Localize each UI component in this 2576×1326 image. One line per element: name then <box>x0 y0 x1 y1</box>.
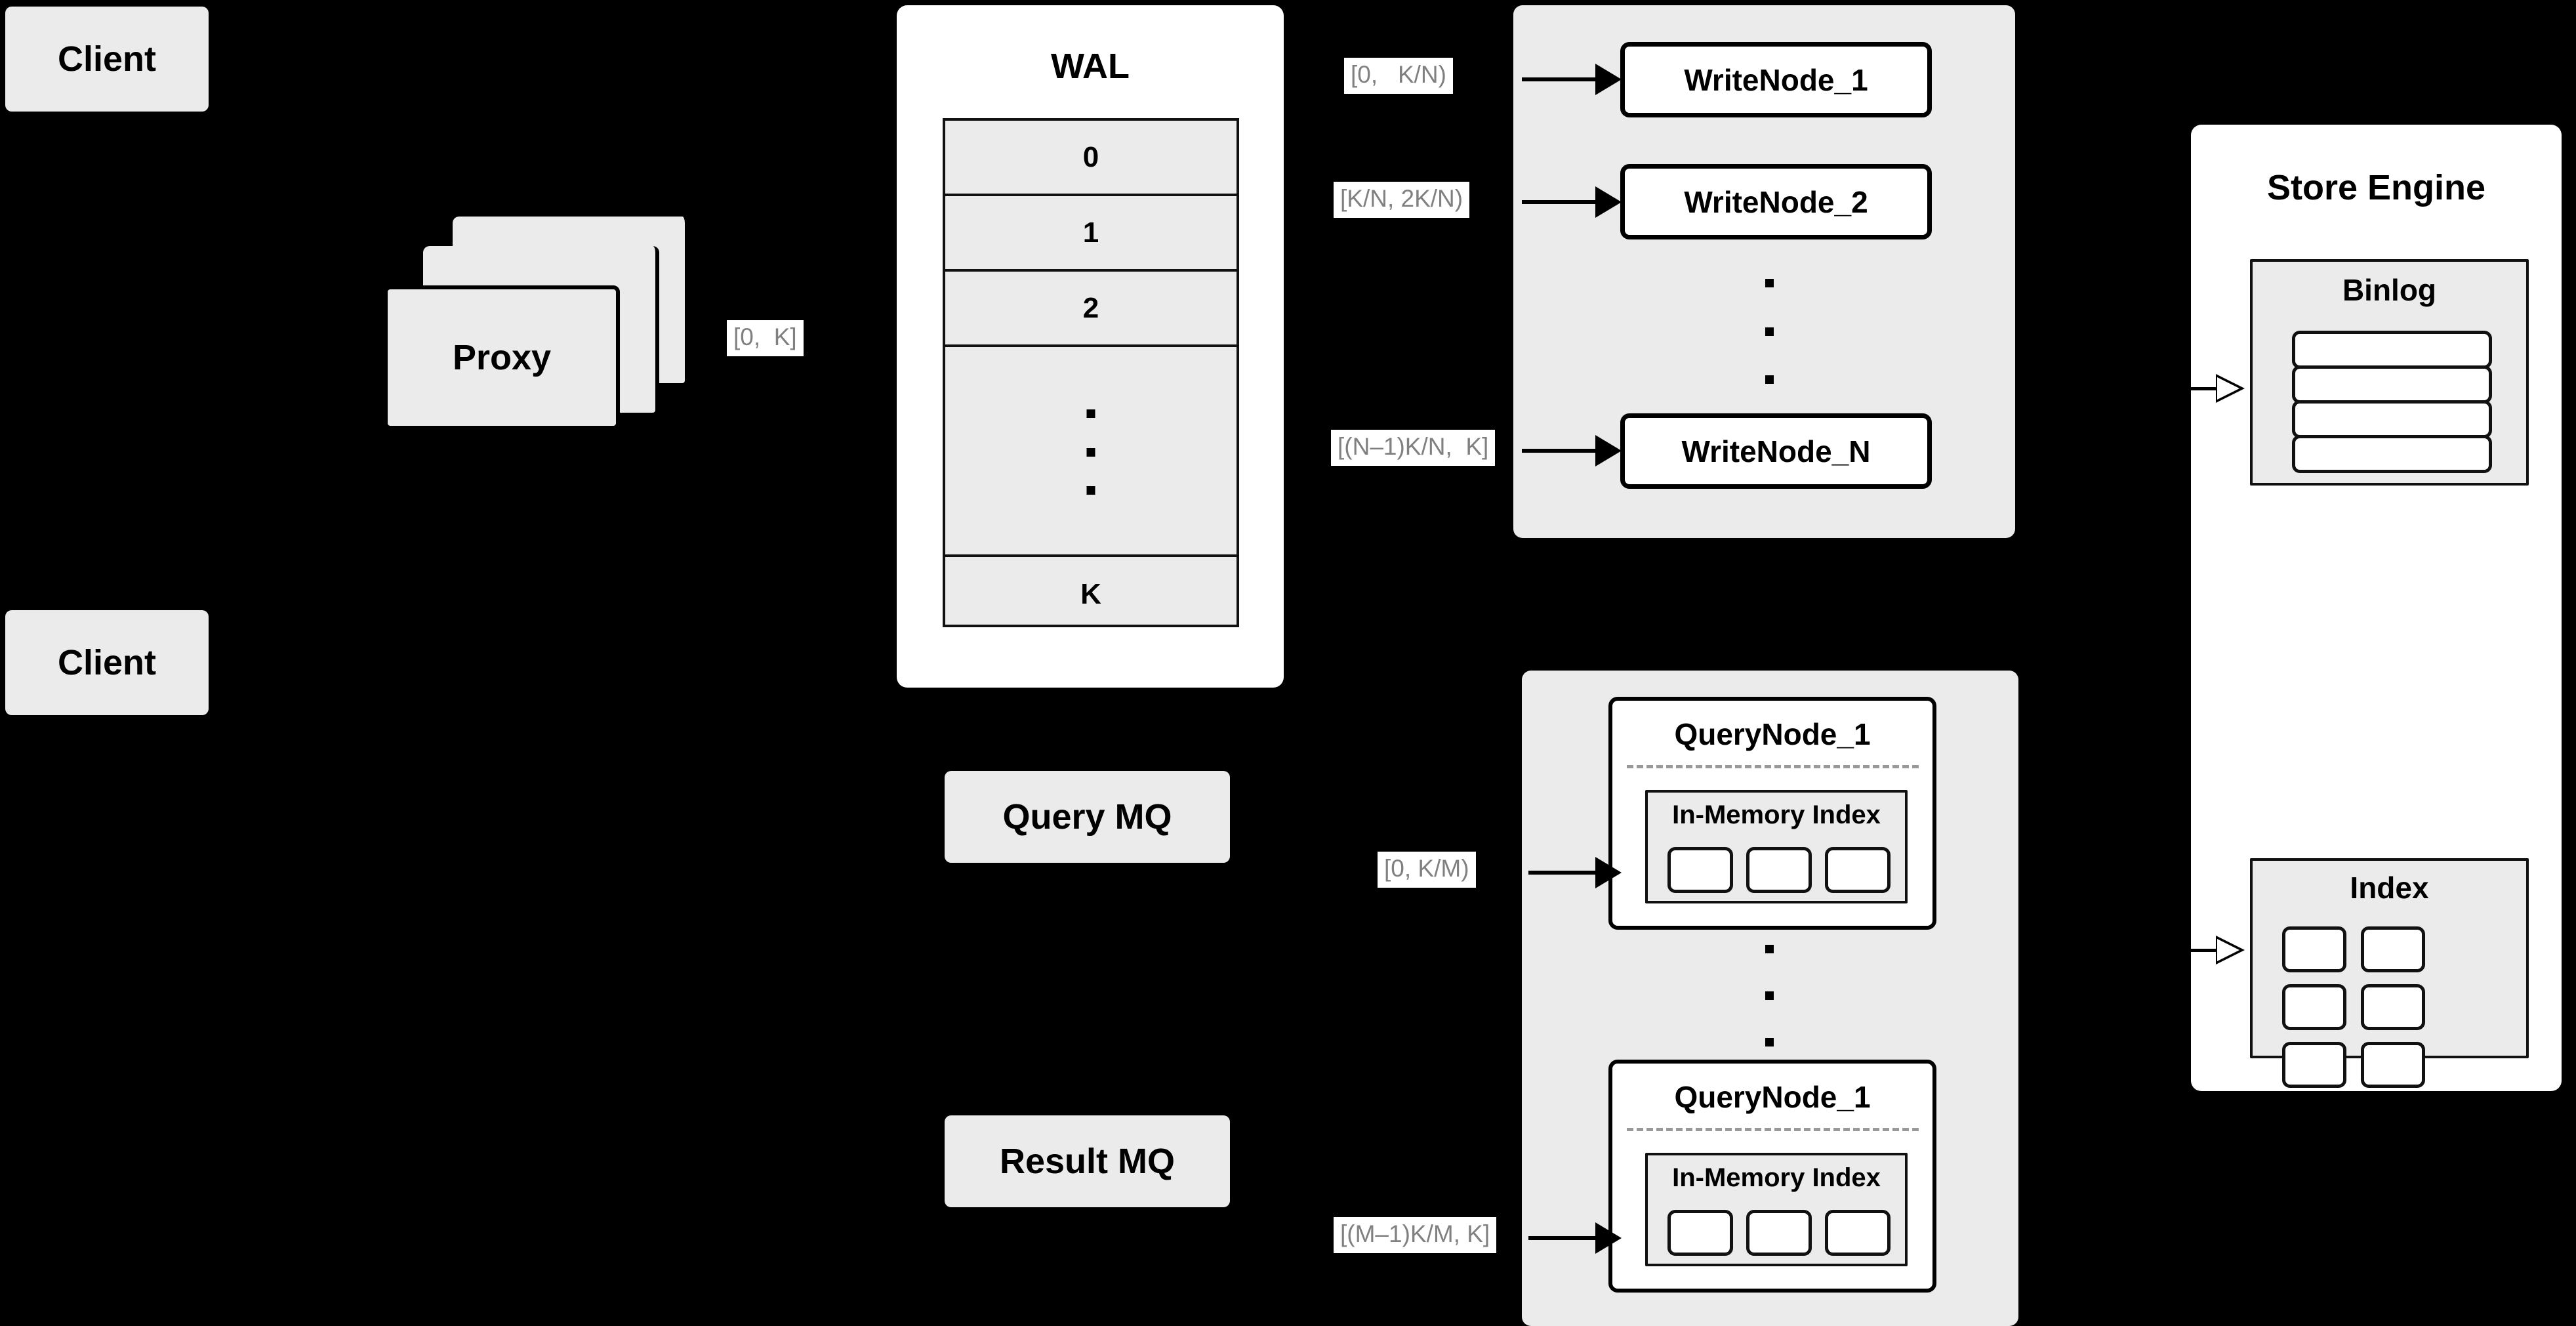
arrowhead-query-m <box>1595 1222 1622 1254</box>
arrowhead-index <box>2216 936 2245 964</box>
result-mq-box[interactable]: Result MQ <box>945 1115 1230 1207</box>
binlog-title: Binlog <box>2342 273 2437 307</box>
index-segment[interactable] <box>1746 1210 1812 1256</box>
binlog-box[interactable]: Binlog <box>2250 259 2529 486</box>
query-mq-label: Query MQ <box>1002 797 1172 837</box>
wal-row-1[interactable]: 1 <box>945 196 1237 272</box>
client-box-2[interactable]: Client <box>5 610 209 715</box>
write-node-n-label: WriteNode_N <box>1681 434 1871 468</box>
connector-into-binlog <box>2187 387 2225 390</box>
index-box[interactable]: Index <box>2250 858 2529 1088</box>
client-label-2: Client <box>57 643 156 682</box>
connector-into-index <box>2187 949 2225 952</box>
wal-row-k[interactable]: K <box>1080 577 1101 610</box>
index-segment[interactable] <box>1746 847 1812 893</box>
wal-ellipsis-dots <box>1086 409 1095 495</box>
dot <box>1765 279 1774 287</box>
dot <box>1086 486 1095 495</box>
dot <box>1086 409 1095 418</box>
index-title: Index <box>2350 871 2429 905</box>
arrowhead-write-1 <box>1595 64 1622 95</box>
query-cluster-ellipsis-dots <box>1765 945 1774 1046</box>
store-engine-title: Store Engine <box>2266 168 2486 207</box>
binlog-row[interactable] <box>2292 365 2492 404</box>
index-segment[interactable] <box>1667 1210 1733 1256</box>
index-cell[interactable] <box>2282 1042 2346 1088</box>
wal-table: 0 1 2 K <box>943 118 1239 627</box>
query-node-1-index-title: In-Memory Index <box>1672 800 1881 829</box>
dot <box>1765 1038 1774 1046</box>
dot <box>1765 327 1774 336</box>
index-segment[interactable] <box>1667 847 1733 893</box>
client-box-1[interactable]: Client <box>5 7 209 112</box>
edge-label-wal-to-write-n: [(N–1)K/N, K] <box>1331 430 1496 466</box>
write-node-2-label: WriteNode_2 <box>1684 184 1868 219</box>
write-cluster-ellipsis-dots <box>1765 279 1774 384</box>
edge-label-mq-to-query-m: [(M–1)K/M, K] <box>1334 1217 1497 1253</box>
query-mq-box[interactable]: Query MQ <box>945 771 1230 863</box>
proxy-label: Proxy <box>452 338 552 377</box>
edge-label-mq-to-query-1: [0, K/M) <box>1378 852 1476 888</box>
binlog-row[interactable] <box>2292 331 2492 369</box>
query-node-2-separator <box>1627 1128 1919 1131</box>
query-node-2-segments <box>1667 1210 1891 1256</box>
write-node-1-label: WriteNode_1 <box>1684 62 1868 97</box>
dot <box>1765 991 1774 1000</box>
dot <box>1765 375 1774 384</box>
edge-label-proxy-to-wal: [0, K] <box>727 320 804 356</box>
dot <box>1086 447 1095 457</box>
query-node-1-segments <box>1667 847 1891 893</box>
connector-wal-write-2 <box>1522 200 1607 204</box>
index-cell[interactable] <box>2282 926 2346 972</box>
client-label-1: Client <box>57 39 156 79</box>
index-segment[interactable] <box>1825 847 1891 893</box>
query-node-1-separator <box>1627 765 1919 768</box>
result-mq-label: Result MQ <box>999 1142 1176 1181</box>
query-node-2-label: QueryNode_1 <box>1674 1080 1871 1114</box>
wal-row-0[interactable]: 0 <box>945 121 1237 196</box>
arrowhead-write-n <box>1595 435 1622 466</box>
arrowhead-query-1 <box>1595 857 1622 888</box>
edge-label-wal-to-write-1: [0, K/N) <box>1344 58 1453 94</box>
index-cell[interactable] <box>2282 984 2346 1030</box>
query-node-1-label: QueryNode_1 <box>1674 717 1871 751</box>
edge-label-wal-to-write-2: [K/N, 2K/N) <box>1334 182 1470 218</box>
proxy-box[interactable]: Proxy <box>384 285 620 430</box>
index-segment[interactable] <box>1825 1210 1891 1256</box>
wal-row-ellipsis <box>945 347 1237 557</box>
connector-mq-query-m <box>1528 1236 1614 1240</box>
connector-wal-write-n <box>1522 449 1607 453</box>
arrowhead-write-2 <box>1595 186 1622 218</box>
query-node-1[interactable]: QueryNode_1 In-Memory Index <box>1608 697 1936 930</box>
index-cells <box>2282 926 2502 1088</box>
connector-mq-query-1 <box>1528 871 1614 875</box>
query-node-2-index-title: In-Memory Index <box>1672 1163 1881 1192</box>
binlog-row[interactable] <box>2292 400 2492 438</box>
arrowhead-binlog <box>2216 374 2245 403</box>
dot <box>1765 945 1774 953</box>
query-node-2-inmemory-index[interactable]: In-Memory Index <box>1645 1153 1908 1266</box>
connector-wal-write-1 <box>1522 77 1607 81</box>
index-cell[interactable] <box>2361 984 2425 1030</box>
wal-title: WAL <box>1051 47 1130 86</box>
write-node-n[interactable]: WriteNode_N <box>1620 413 1932 489</box>
index-cell[interactable] <box>2361 1042 2425 1088</box>
index-cell[interactable] <box>2361 926 2425 972</box>
binlog-row[interactable] <box>2292 435 2492 473</box>
wal-row-2[interactable]: 2 <box>945 272 1237 347</box>
query-node-1-inmemory-index[interactable]: In-Memory Index <box>1645 790 1908 903</box>
write-node-2[interactable]: WriteNode_2 <box>1620 164 1932 239</box>
binlog-rows <box>2292 331 2492 473</box>
write-node-1[interactable]: WriteNode_1 <box>1620 42 1932 117</box>
query-node-2[interactable]: QueryNode_1 In-Memory Index <box>1608 1060 1936 1293</box>
